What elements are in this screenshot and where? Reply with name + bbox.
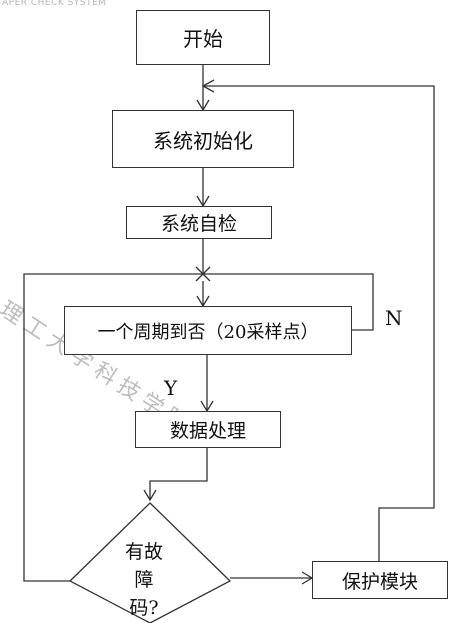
edge-diamond-leftloop — [23, 273, 203, 582]
edge-label-no: N — [385, 306, 403, 330]
arrow-head-loopback — [201, 79, 215, 93]
node-self-check: 系统自检 — [126, 206, 272, 239]
decision-label-line-1: 有故 — [124, 541, 163, 563]
node-start: 开始 — [136, 10, 270, 65]
node-period-check: 一个周期到否（20采样点） — [64, 306, 352, 355]
node-process: 数据处理 — [135, 411, 281, 448]
edge-protect-loopback — [203, 85, 435, 561]
merge-cross-b — [195, 266, 211, 282]
node-start-label: 开始 — [183, 27, 223, 51]
node-init: 系统初始化 — [112, 110, 294, 168]
watermark-system-tag: APER CHECK SYSTEM — [2, 0, 107, 8]
arrow-head-diamond — [143, 489, 157, 502]
node-self-check-label: 系统自检 — [160, 213, 237, 235]
decision-label-line-2: 障 — [134, 569, 154, 591]
node-init-label: 系统初始化 — [153, 128, 253, 153]
decision-label: 有故 障 码? — [118, 538, 170, 622]
edge-period-noloop — [203, 273, 374, 331]
edge-process-diamond — [149, 448, 208, 500]
node-protect: 保护模块 — [312, 561, 448, 599]
decision-label-line-3: 码? — [129, 597, 159, 619]
decision-diamond — [68, 502, 232, 623]
node-process-label: 数据处理 — [169, 420, 246, 442]
node-protect-label: 保护模块 — [341, 570, 418, 593]
edge-label-yes: Y — [164, 376, 178, 400]
node-period-check-label: 一个周期到否（20采样点） — [97, 321, 319, 343]
